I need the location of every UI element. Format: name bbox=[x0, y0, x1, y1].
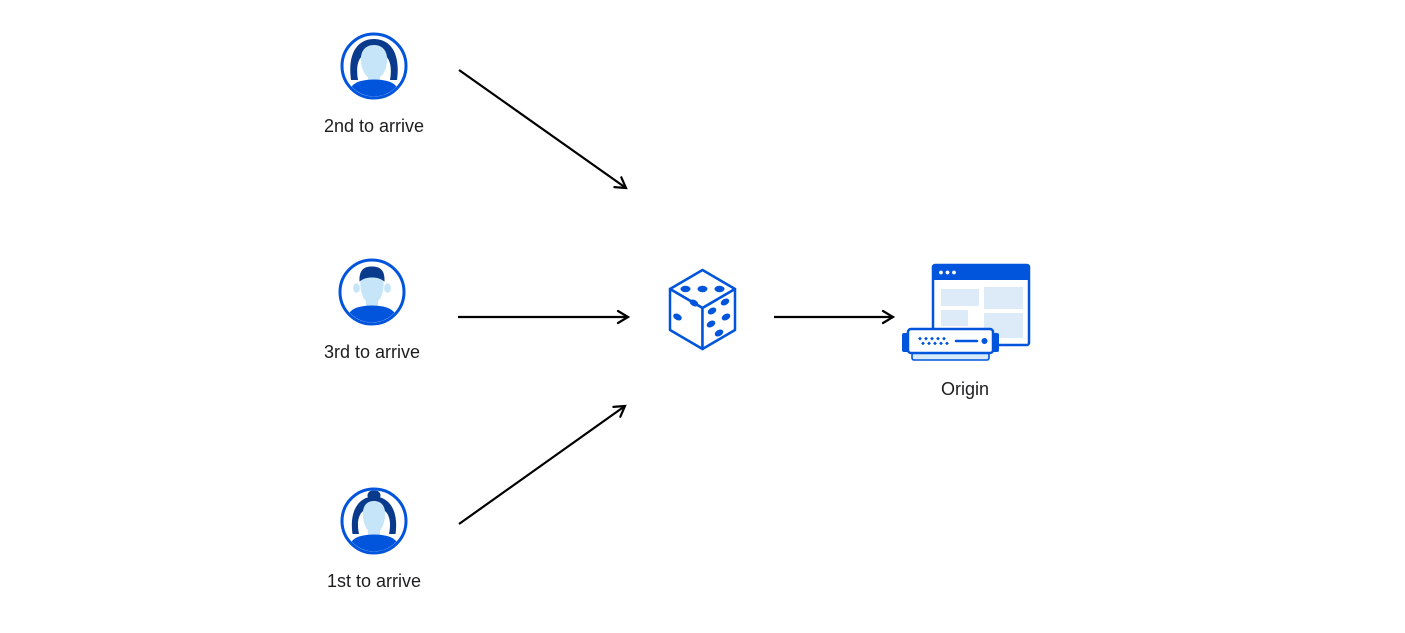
client-node-3rd: 3rd to arrive bbox=[292, 258, 452, 362]
person-swept-hair-icon bbox=[340, 32, 408, 100]
person-hair-bun-icon bbox=[340, 487, 408, 555]
client-label-3rd: 3rd to arrive bbox=[323, 342, 421, 362]
arrow-client2-to-dice bbox=[458, 69, 626, 188]
origin-label: Origin bbox=[940, 379, 989, 399]
client-label-1st: 1st to arrive bbox=[326, 571, 422, 591]
client-node-2nd: 2nd to arrive bbox=[294, 32, 454, 136]
dice-node bbox=[668, 268, 738, 352]
person-flat-top-hair-icon bbox=[338, 258, 406, 326]
client-label-2nd: 2nd to arrive bbox=[323, 116, 425, 136]
arrow-client1-to-dice bbox=[458, 406, 625, 525]
client-node-1st: 1st to arrive bbox=[294, 487, 454, 591]
browser-window-and-server-icon bbox=[902, 263, 1031, 361]
origin-node: Origin bbox=[885, 263, 1045, 399]
dice-icon bbox=[668, 268, 737, 351]
server-icon bbox=[902, 327, 999, 361]
browser-window-icon bbox=[931, 263, 1031, 347]
